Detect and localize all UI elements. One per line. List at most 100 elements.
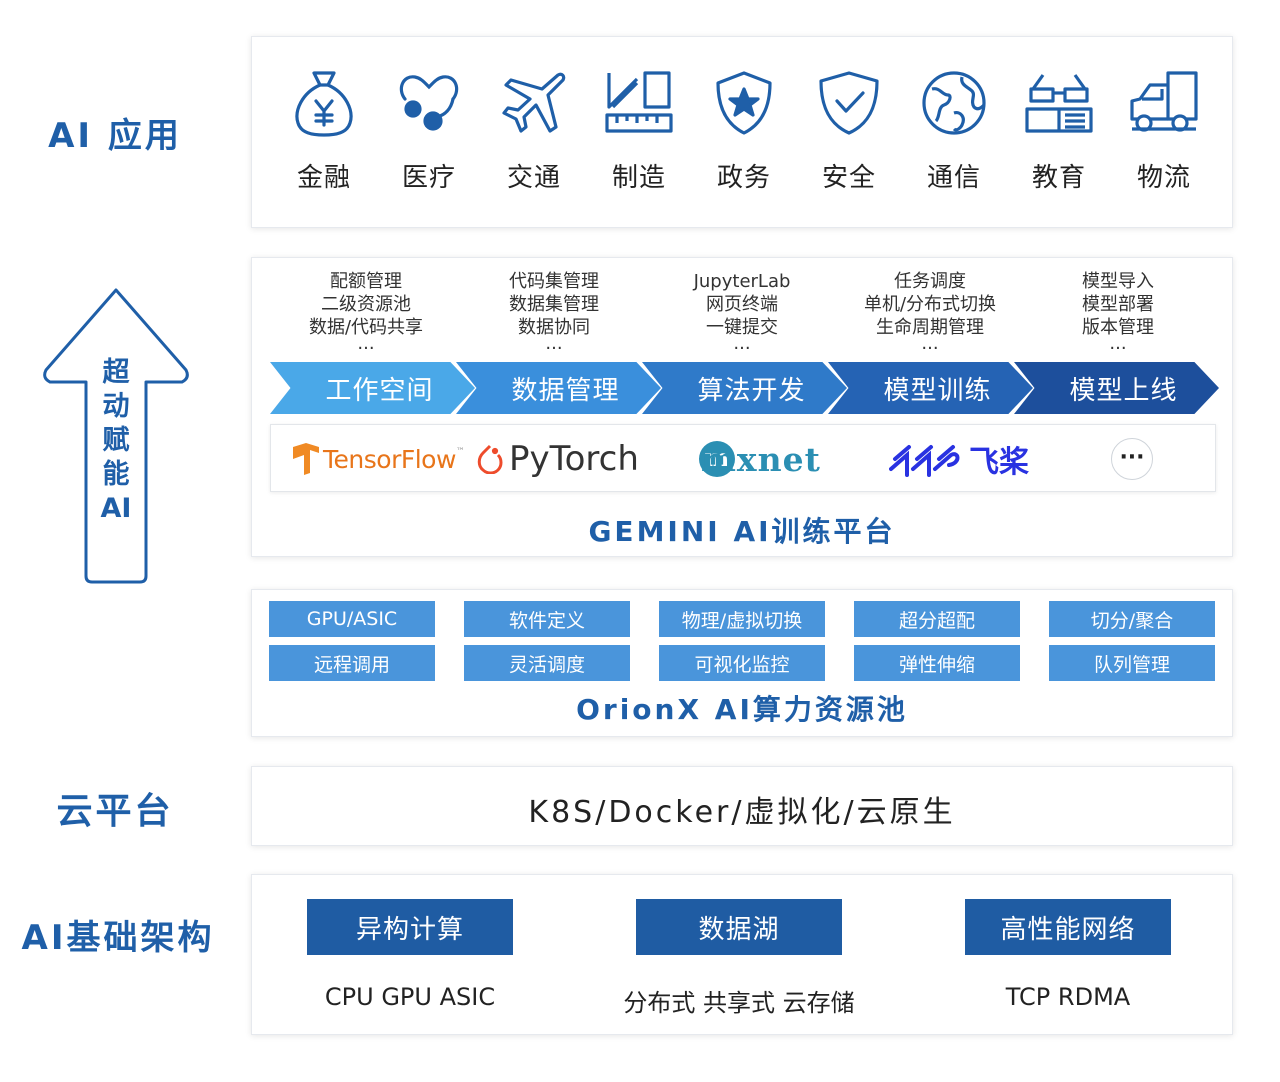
feature-item: 模型导入 (1082, 271, 1154, 292)
orionx-cell: GPU/ASIC (269, 601, 435, 637)
more-icon: ··· (1111, 438, 1153, 480)
empower-char: 动 (102, 391, 130, 422)
tensorflow-text: TensorFlow (323, 444, 456, 474)
orionx-cell: 软件定义 (464, 601, 630, 637)
step-label: 工作空间 (325, 375, 434, 406)
app-label: 通信 (926, 163, 981, 193)
pipeline-steps: 工作空间 数据管理 算法开发 模型训练 模型上线 (270, 362, 1219, 414)
app-security[interactable]: 安全 (799, 67, 899, 207)
app-manufacturing[interactable]: 制造 (589, 67, 689, 207)
app-traffic[interactable]: 交通 (484, 67, 584, 207)
app-education[interactable]: 教育 (1009, 67, 1109, 207)
cloud-panel: K8S/Docker/虚拟化/云原生 (251, 766, 1233, 846)
feature-more: ... (733, 333, 751, 354)
mxnet-logo: m mxnet (699, 425, 821, 493)
step-label: 数据管理 (511, 375, 620, 406)
app-government[interactable]: 政务 (694, 67, 794, 207)
cloud-stack-text: K8S/Docker/虚拟化/云原生 (528, 795, 956, 830)
feature-more: ... (921, 333, 939, 354)
infra-heterogeneous: 异构计算 CPU GPU ASIC (307, 899, 513, 1011)
infra-datalake: 数据湖 分布式 共享式 云存储 (623, 899, 855, 1018)
pytorch-icon (477, 444, 503, 474)
feature-item: 单机/分布式切换 (863, 294, 997, 315)
feature-more: ... (1109, 333, 1127, 354)
feature-more: ... (357, 333, 375, 354)
pytorch-text: PyTorch (509, 439, 639, 479)
gemini-title: GEMINI AI训练平台 (588, 515, 896, 548)
infra-head: 异构计算 (307, 899, 513, 955)
paddle-text: 飞桨 (969, 445, 1029, 480)
app-medical[interactable]: 医疗 (379, 67, 479, 207)
feature-group-training: 任务调度 单机/分布式切换 生命周期管理 ... (836, 270, 1024, 354)
app-finance[interactable]: 金融 (274, 67, 374, 207)
orionx-cell: 物理/虚拟切换 (659, 601, 825, 637)
infra-sub: 分布式 共享式 云存储 (623, 989, 855, 1017)
step-algorithm-dev[interactable]: 算法开发 (642, 362, 847, 414)
feature-item: 任务调度 (894, 271, 966, 292)
more-frameworks-button[interactable]: ··· (1111, 425, 1153, 493)
feature-item: 代码集管理 (509, 271, 599, 292)
infra-network: 高性能网络 TCP RDMA (965, 899, 1171, 1011)
app-label: 物流 (1136, 163, 1191, 193)
layer-label-cloud: 云平台 (56, 791, 174, 832)
mxnet-m-badge: m (699, 441, 735, 477)
app-telecom[interactable]: 通信 (904, 67, 1004, 207)
feature-item: 版本管理 (1082, 317, 1154, 338)
orionx-cell: 灵活调度 (464, 645, 630, 681)
stethoscope-icon (399, 75, 459, 131)
empower-arrow: 超 动 赋 能 AI (42, 286, 190, 586)
feature-item: 一键提交 (706, 317, 778, 338)
feature-item: 数据协同 (518, 317, 590, 338)
app-label: 政务 (716, 163, 771, 193)
app-logistics[interactable]: 物流 (1114, 67, 1214, 207)
infra-head: 数据湖 (636, 899, 842, 955)
feature-item: 网页终端 (706, 294, 778, 315)
feature-group-deploy: 模型导入 模型部署 版本管理 ... (1024, 270, 1212, 354)
glasses-book-icon (1025, 74, 1093, 133)
truck-icon (1130, 71, 1198, 132)
app-label: 制造 (611, 163, 666, 193)
framework-bar: TensorFlow ™ PyTorch m mxnet 飞桨 (270, 424, 1216, 492)
mxnet-text: mxnet (701, 439, 821, 479)
step-workspace[interactable]: 工作空间 (270, 362, 475, 414)
globe-icon (922, 71, 986, 135)
layer-label-apps: AI 应用 (48, 116, 182, 156)
feature-group-workspace: 配额管理 二级资源池 数据/代码共享 ... (272, 270, 460, 354)
orionx-cell: 弹性伸缩 (854, 645, 1020, 681)
infra-head: 高性能网络 (965, 899, 1171, 955)
app-label: 金融 (296, 163, 351, 193)
empower-char: 能 (102, 459, 130, 490)
orionx-cell: 切分/聚合 (1049, 601, 1215, 637)
feature-item: JupyterLab (693, 271, 791, 292)
app-label: 教育 (1031, 163, 1086, 193)
apps-panel: 金融 医疗 交通 制造 (251, 36, 1233, 228)
infra-sub: CPU GPU ASIC (324, 983, 496, 1011)
feature-item: 配额管理 (330, 271, 402, 292)
money-bag-icon (295, 71, 353, 137)
feature-group-data: 代码集管理 数据集管理 数据协同 ... (460, 270, 648, 354)
app-label: 医疗 (401, 163, 456, 193)
feature-item: 模型部署 (1082, 294, 1154, 315)
step-model-online[interactable]: 模型上线 (1014, 362, 1219, 414)
orionx-cell: 可视化监控 (659, 645, 825, 681)
empower-char: 赋 (102, 425, 130, 456)
ruler-tools-icon (605, 71, 673, 133)
infra-sub: TCP RDMA (1005, 983, 1131, 1011)
empower-char: AI (100, 493, 132, 524)
feature-more: ... (545, 333, 563, 354)
step-label: 模型上线 (1069, 375, 1178, 406)
orionx-feature-grid: GPU/ASIC 软件定义 物理/虚拟切换 超分超配 切分/聚合 远程调用 灵活… (269, 601, 1217, 681)
app-label: 交通 (506, 163, 561, 193)
feature-item: 生命周期管理 (876, 317, 984, 338)
orionx-cell: 远程调用 (269, 645, 435, 681)
empower-char: 超 (102, 357, 130, 388)
orionx-panel: GPU/ASIC 软件定义 物理/虚拟切换 超分超配 切分/聚合 远程调用 灵活… (251, 589, 1233, 737)
tensorflow-tm: ™ (455, 447, 465, 457)
paddle-logo: 飞桨 (889, 425, 1029, 493)
up-arrow-icon (43, 288, 189, 584)
feature-item: 二级资源池 (321, 294, 411, 315)
tensorflow-logo: TensorFlow ™ (291, 425, 465, 493)
step-data-management[interactable]: 数据管理 (456, 362, 661, 414)
feature-item: 数据/代码共享 (308, 317, 424, 338)
step-model-training[interactable]: 模型训练 (828, 362, 1033, 414)
